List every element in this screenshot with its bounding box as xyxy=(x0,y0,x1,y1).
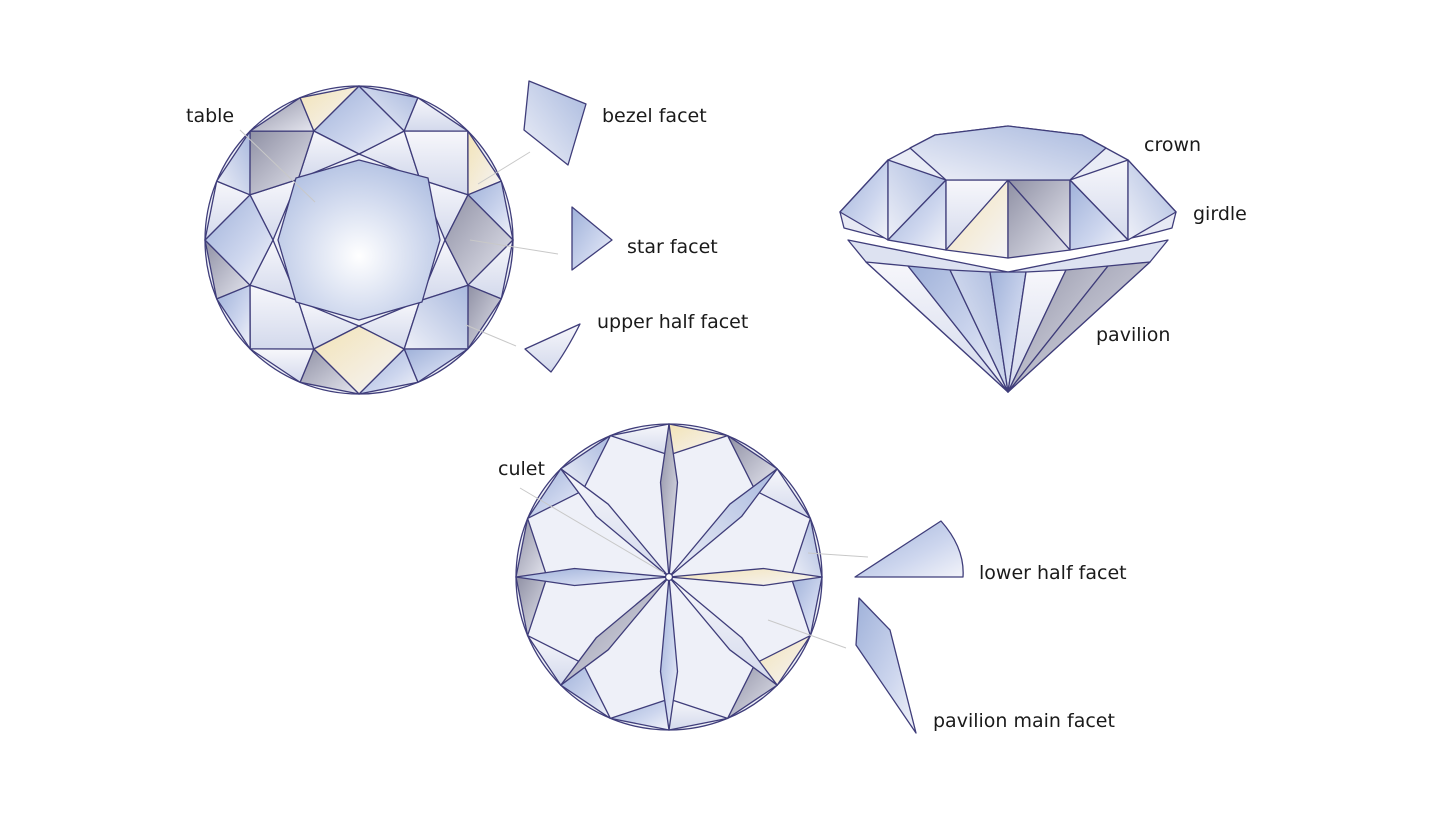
upper-half-facet xyxy=(299,85,360,132)
pavilion-bottom-view xyxy=(515,423,823,731)
label-crown: crown xyxy=(1144,134,1202,156)
pavilion-main-facet xyxy=(668,567,823,587)
label-pavilion-main-facet: pavilion main facet xyxy=(933,710,1115,732)
label-pavilion: pavilion xyxy=(1096,324,1171,346)
bezel-leader xyxy=(477,151,531,185)
diamond-side-view xyxy=(839,125,1177,393)
pavilion-main-facet xyxy=(515,567,670,587)
side-table xyxy=(909,125,1107,181)
culet-leader xyxy=(519,487,665,574)
label-upper-half-facet: upper half facet xyxy=(597,311,749,333)
pavilion-main-facet xyxy=(560,576,670,686)
table-leader xyxy=(239,129,316,203)
bezel-facet-sample xyxy=(523,80,587,166)
star-leader xyxy=(469,239,559,255)
crown-side-facet xyxy=(1007,179,1071,259)
upper-half-facet-sample xyxy=(524,323,581,373)
table-facet xyxy=(277,159,441,321)
label-star-facet: star facet xyxy=(627,236,718,258)
label-girdle: girdle xyxy=(1193,203,1247,225)
crown-side-facets xyxy=(839,159,1177,259)
star-facet-sample xyxy=(571,206,613,271)
label-bezel-facet: bezel facet xyxy=(602,105,707,127)
label-lower-half-facet: lower half facet xyxy=(979,562,1127,584)
pavilion-main-facet xyxy=(659,576,679,731)
pavilion-main-facet-sample xyxy=(855,597,917,734)
pavilion-facets xyxy=(515,423,823,731)
crown-side-facet xyxy=(1127,159,1177,241)
upper-half-leader xyxy=(465,324,517,347)
pavilion-main-facet xyxy=(668,468,778,578)
crown-side-facet xyxy=(1069,179,1129,251)
crown-top-view xyxy=(204,85,514,395)
pavilion-side-facet xyxy=(1007,261,1151,393)
lower-half-facet-sample xyxy=(854,520,964,578)
culet-point xyxy=(664,572,674,582)
pavilion-main-facet xyxy=(668,576,778,686)
pavilion-main-facet xyxy=(659,423,679,578)
label-table: table xyxy=(186,105,235,127)
pavilion-main-leader xyxy=(767,619,847,649)
lower-half-leader xyxy=(807,552,869,558)
pavilion-side-facets xyxy=(865,261,1151,393)
label-culet: culet xyxy=(498,458,545,480)
pavilion-main-facet xyxy=(560,468,670,578)
